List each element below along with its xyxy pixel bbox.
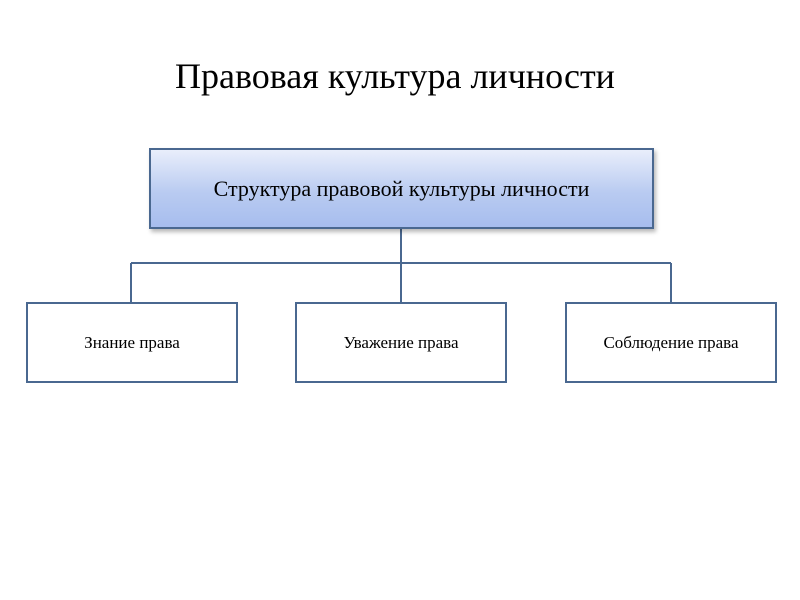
root-node-label: Структура правовой культуры личности <box>213 175 590 201</box>
root-node: Структура правовой культуры личности <box>149 148 654 229</box>
child-node-label: Соблюдение права <box>603 332 739 352</box>
child-node-knowledge: Знание права <box>26 302 238 383</box>
child-node-label: Знание права <box>84 332 180 352</box>
slide-title: Правовая культура личности <box>175 56 615 96</box>
child-node-respect: Уважение права <box>295 302 507 383</box>
child-node-label: Уважение права <box>343 332 459 352</box>
child-node-compliance: Соблюдение права <box>565 302 777 383</box>
